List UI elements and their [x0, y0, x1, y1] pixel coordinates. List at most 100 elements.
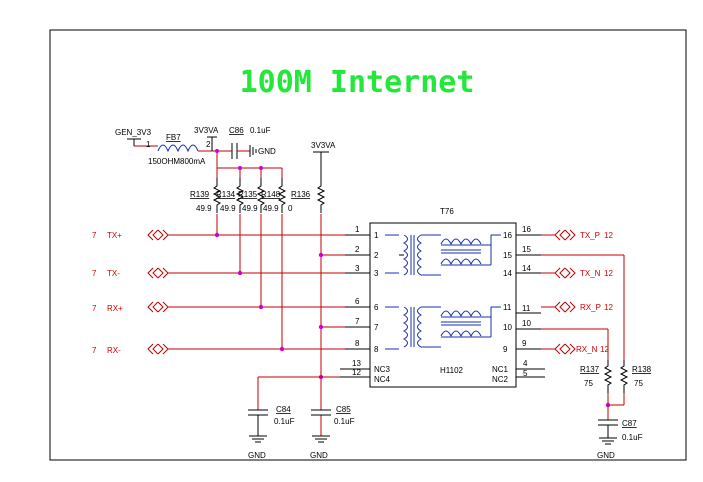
- svg-text:NC3: NC3: [374, 365, 391, 374]
- svg-text:2: 2: [206, 140, 211, 149]
- svg-text:FB7: FB7: [166, 133, 181, 142]
- svg-text:3: 3: [355, 264, 360, 273]
- svg-text:0.1uF: 0.1uF: [274, 417, 295, 426]
- signal-rx-p: RX_P 12: [541, 301, 613, 313]
- svg-text:1: 1: [374, 231, 379, 240]
- svg-text:16: 16: [522, 225, 531, 234]
- svg-text:C85: C85: [336, 405, 351, 414]
- svg-text:10: 10: [503, 323, 512, 332]
- svg-text:GND: GND: [248, 451, 266, 460]
- svg-text:TX+: TX+: [107, 231, 122, 240]
- resistor-r138: R138 75: [619, 360, 652, 393]
- svg-text:49.9: 49.9: [242, 204, 258, 213]
- svg-text:TX-: TX-: [107, 269, 120, 278]
- svg-text:7: 7: [355, 317, 360, 326]
- svg-text:6: 6: [355, 297, 360, 306]
- svg-text:49.9: 49.9: [196, 204, 212, 213]
- svg-text:R138: R138: [632, 365, 652, 374]
- svg-text:C84: C84: [276, 405, 291, 414]
- svg-text:TX_P: TX_P: [580, 231, 600, 240]
- resistor-r137: R137 75: [580, 360, 613, 393]
- svg-text:75: 75: [634, 379, 643, 388]
- svg-text:1: 1: [355, 225, 360, 234]
- rail-3v3va-left: 3V3VA: [194, 126, 219, 151]
- svg-text:6: 6: [374, 303, 379, 312]
- svg-text:RX+: RX+: [107, 304, 123, 313]
- capacitor-c87: C87 0.1uF GND: [597, 405, 643, 460]
- capacitor-c84: C84 0.1uF GND: [248, 405, 295, 460]
- gen-3v3-symbol: GEN_3V3: [115, 128, 158, 147]
- svg-text:3V3VA: 3V3VA: [311, 141, 336, 150]
- signal-tx-n: TX_N 12: [541, 267, 613, 279]
- svg-text:4: 4: [523, 359, 528, 368]
- svg-text:12: 12: [352, 368, 361, 377]
- svg-text:3V3VA: 3V3VA: [194, 126, 219, 135]
- svg-text:7: 7: [92, 269, 97, 278]
- svg-text:NC4: NC4: [374, 375, 391, 384]
- svg-text:RX_N: RX_N: [576, 345, 598, 354]
- svg-text:10: 10: [522, 319, 531, 328]
- svg-text:R139: R139: [190, 190, 210, 199]
- svg-text:12: 12: [604, 231, 613, 240]
- svg-text:GND: GND: [310, 451, 328, 460]
- svg-text:9: 9: [522, 339, 527, 348]
- svg-text:C87: C87: [622, 419, 637, 428]
- svg-text:C86: C86: [229, 126, 244, 135]
- signal-rx-n: RX_N 12: [541, 343, 609, 355]
- resistor-r135: R135 49.9: [238, 178, 266, 213]
- resistor-r134: R134 49.9: [216, 178, 245, 213]
- svg-text:R137: R137: [580, 365, 600, 374]
- svg-text:16: 16: [503, 231, 512, 240]
- signal-tx-plus: 7 TX+: [92, 229, 345, 241]
- signal-rx-plus: 7 RX+: [92, 301, 345, 313]
- svg-text:NC1: NC1: [492, 365, 509, 374]
- page-title: 100M Internet: [240, 65, 475, 100]
- svg-text:11: 11: [522, 304, 531, 313]
- svg-text:5: 5: [523, 369, 528, 378]
- svg-text:GND: GND: [597, 451, 615, 460]
- svg-text:12: 12: [604, 269, 613, 278]
- svg-text:14: 14: [522, 264, 531, 273]
- svg-text:9: 9: [503, 345, 508, 354]
- svg-text:RX-: RX-: [107, 346, 121, 355]
- resistor-r136: 3V3VA R136 0: [288, 141, 336, 213]
- svg-text:2: 2: [374, 251, 379, 260]
- signal-tx-minus: 7 TX-: [92, 267, 345, 279]
- svg-text:1: 1: [146, 140, 151, 149]
- svg-text:H1102: H1102: [440, 366, 464, 375]
- svg-text:7: 7: [374, 323, 379, 332]
- svg-text:R135: R135: [238, 190, 258, 199]
- svg-text:13: 13: [352, 359, 361, 368]
- svg-text:7: 7: [92, 304, 97, 313]
- svg-text:0.1uF: 0.1uF: [334, 417, 355, 426]
- signal-tx-p: TX_P 12: [541, 229, 613, 241]
- svg-text:75: 75: [584, 379, 593, 388]
- svg-text:0.1uF: 0.1uF: [250, 126, 271, 135]
- svg-text:8: 8: [374, 345, 379, 354]
- svg-text:11: 11: [503, 303, 512, 312]
- svg-text:8: 8: [355, 339, 360, 348]
- resistor-r139: R139 49.9: [190, 178, 222, 213]
- svg-text:0.1uF: 0.1uF: [622, 433, 643, 442]
- svg-text:GEN_3V3: GEN_3V3: [115, 128, 152, 137]
- svg-text:12: 12: [604, 303, 613, 312]
- svg-text:12: 12: [600, 345, 609, 354]
- sheet-border: [49, 29, 687, 461]
- svg-text:150OHM800mA: 150OHM800mA: [148, 157, 206, 166]
- svg-text:7: 7: [92, 346, 97, 355]
- transformer-t76: T76 H1102 1 2 3 6 7 8 13 12 1 2 3 6 7 8 …: [345, 207, 545, 388]
- svg-text:T76: T76: [440, 207, 454, 216]
- svg-text:49.9: 49.9: [220, 204, 236, 213]
- ferrite-bead-fb7: 1 FB7 150OHM800mA 2: [146, 133, 211, 166]
- svg-text:R134: R134: [216, 190, 236, 199]
- svg-text:R136: R136: [291, 190, 311, 199]
- svg-text:7: 7: [92, 231, 97, 240]
- capacitor-c86: C86 0.1uF GND: [226, 126, 276, 159]
- svg-text:NC2: NC2: [492, 375, 509, 384]
- svg-text:49.9: 49.9: [263, 204, 279, 213]
- resistor-r148: R148 49.9: [261, 178, 287, 213]
- svg-text:0: 0: [288, 204, 293, 213]
- svg-text:3: 3: [374, 269, 379, 278]
- signal-rx-minus: 7 RX-: [92, 343, 345, 355]
